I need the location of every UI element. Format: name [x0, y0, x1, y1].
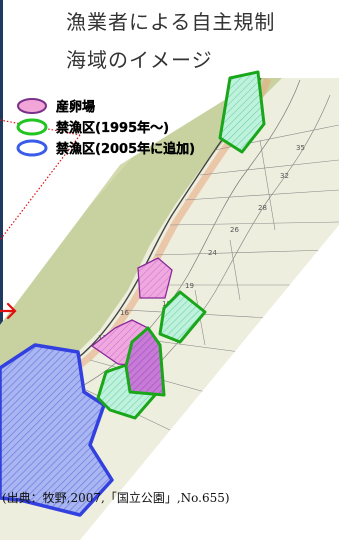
legend-label: 産卵場: [56, 100, 96, 115]
legend-label: 禁漁区(2005年に追加): [56, 142, 196, 157]
red-arrow-icon: [0, 302, 17, 320]
svg-text:28: 28: [258, 204, 267, 212]
svg-text:26: 26: [230, 226, 239, 234]
source-citation: (出典：牧野,2007,「国立公園」,No.655): [2, 491, 230, 505]
svg-text:32: 32: [280, 172, 289, 180]
leader-lines: [0, 119, 81, 241]
svg-text:19: 19: [185, 282, 194, 290]
no-fishing-zone-2005: [0, 343, 114, 517]
legend-label: 禁漁区(1995年～): [56, 121, 170, 136]
left-border-bar: [0, 0, 3, 540]
no-fishing-zone-1995-mid: [158, 290, 207, 344]
no-fishing-zone-1995-spawning-overlap: [124, 326, 166, 397]
svg-text:35: 35: [296, 144, 305, 152]
page-title-line2: 海域のイメージ: [66, 48, 213, 72]
blue-outline-ellipse-icon: [16, 139, 48, 157]
no-fishing-zone-1995-north: [218, 70, 266, 154]
svg-text:24: 24: [208, 249, 217, 257]
page-title-line1: 漁業者による自主規制: [66, 10, 276, 34]
green-outline-ellipse-icon: [16, 118, 48, 136]
pink-filled-ellipse-icon: [17, 98, 47, 114]
spawning-ground-north: [137, 257, 173, 299]
svg-text:16: 16: [120, 309, 129, 317]
